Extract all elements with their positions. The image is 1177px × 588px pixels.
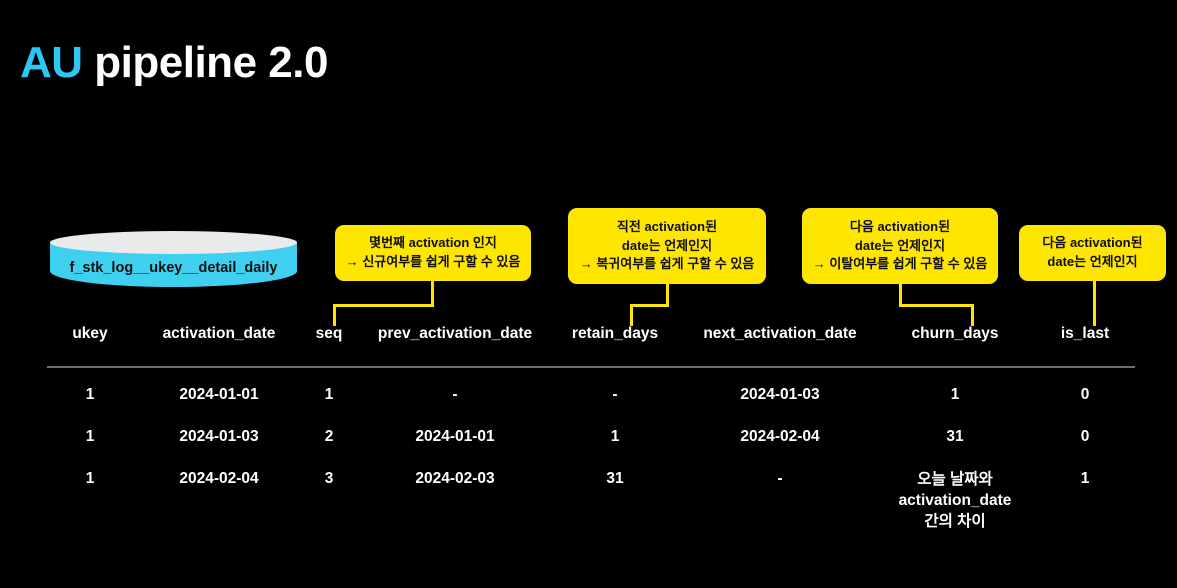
- column-header-activation-date: activation_date: [162, 325, 276, 342]
- column-header-seq: seq: [315, 325, 343, 342]
- next-callout-connector-right: [899, 304, 973, 307]
- seq-callout-line-1: 몇번째 activation 인지: [369, 235, 497, 251]
- table-row: 1 2024-01-03 2 2024-01-01 1 2024-02-04 3…: [40, 404, 1140, 446]
- next-callout-line-1: 다음 activation된: [849, 218, 951, 234]
- next-activation-date-callout: 다음 activation된 date는 언제인지 → 이탈여부를 쉽게 구할 …: [802, 208, 998, 284]
- column-header-next-activation-date: next_activation_date: [703, 325, 857, 342]
- source-table-label: f_stk_log__ukey__detail_daily: [69, 260, 278, 276]
- table-row: 1 2024-01-01 1 - - 2024-01-03 1 0: [40, 361, 1140, 404]
- churn-days-line-2: activation_date: [898, 491, 1012, 509]
- cell-prev-activation-date: 2024-02-03: [415, 470, 495, 487]
- table-header-row: ukey activation_date seq prev_activation…: [40, 325, 1140, 361]
- column-header-churn-days: churn_days: [911, 325, 999, 342]
- prev-activation-date-callout: 직전 activation된 date는 언제인지 → 복귀여부를 쉽게 구할 …: [568, 208, 766, 284]
- cell-retain-days: 31: [606, 470, 624, 487]
- column-header-prev-activation-date: prev_activation_date: [377, 325, 533, 342]
- header-divider: [47, 366, 1135, 368]
- column-header-retain-days: retain_days: [571, 325, 659, 342]
- seq-callout-line-2: → 신규여부를 쉽게 구할 수 있음: [345, 254, 521, 269]
- cell-is-last: 0: [1080, 428, 1090, 445]
- cell-next-activation-date: 2024-01-03: [740, 386, 820, 403]
- seq-callout-connector-down: [431, 281, 434, 306]
- cell-next-activation-date: 2024-02-04: [740, 428, 820, 445]
- is-last-callout-line-2: date는 언제인지: [1047, 254, 1138, 269]
- seq-callout: 몇번째 activation 인지 → 신규여부를 쉽게 구할 수 있음: [335, 225, 531, 281]
- table-row: 1 2024-02-04 3 2024-02-03 31 - 오늘 날짜와 ac…: [40, 446, 1140, 533]
- prev-callout-line-2: date는 언제인지: [621, 237, 713, 253]
- cell-is-last: 1: [1080, 470, 1090, 487]
- churn-days-line-3: 간의 차이: [924, 512, 986, 530]
- churn-days-multiline: 오늘 날짜와 activation_date 간의 차이: [880, 470, 1030, 533]
- title-accent: AU: [20, 38, 83, 87]
- source-table-cylinder: f_stk_log__ukey__detail_daily: [50, 231, 297, 293]
- page-title: AU pipeline 2.0: [20, 38, 328, 88]
- is-last-callout: 다음 activation된 date는 언제인지: [1019, 225, 1166, 281]
- cylinder-top-ellipse: [50, 231, 297, 254]
- cell-next-activation-date: -: [777, 470, 783, 487]
- cell-churn-days: 31: [946, 428, 964, 445]
- cell-activation-date: 2024-02-04: [179, 470, 259, 487]
- cell-seq: 3: [324, 470, 334, 487]
- is-last-callout-connector: [1093, 281, 1096, 326]
- cell-ukey: 1: [85, 386, 95, 403]
- cell-seq: 2: [324, 428, 334, 445]
- next-callout-line-3: → 이탈여부를 쉽게 구할 수 있음: [812, 256, 988, 272]
- title-rest: pipeline 2.0: [82, 38, 328, 87]
- cell-churn-days: 1: [950, 386, 960, 403]
- cell-activation-date: 2024-01-03: [179, 428, 259, 445]
- cell-churn-days: 오늘 날짜와 activation_date 간의 차이: [880, 446, 1030, 533]
- seq-callout-connector-drop: [333, 304, 336, 326]
- prev-callout-connector-down: [666, 284, 669, 306]
- next-callout-connector-drop: [971, 304, 974, 326]
- column-header-ukey: ukey: [72, 325, 108, 342]
- cell-prev-activation-date: 2024-01-01: [415, 428, 495, 445]
- cell-retain-days: 1: [610, 428, 620, 445]
- cell-ukey: 1: [85, 428, 95, 445]
- prev-callout-connector-left: [630, 304, 669, 307]
- cell-retain-days: -: [612, 386, 618, 403]
- churn-days-line-1: 오늘 날짜와: [917, 471, 993, 488]
- prev-callout-connector-drop: [630, 304, 633, 326]
- cell-ukey: 1: [85, 470, 95, 487]
- cell-is-last: 0: [1080, 386, 1090, 403]
- next-callout-connector-down: [899, 284, 902, 306]
- prev-callout-line-3: → 복귀여부를 쉽게 구할 수 있음: [579, 256, 755, 272]
- seq-callout-connector-left: [333, 304, 434, 307]
- cell-seq: 1: [324, 386, 334, 403]
- schema-table: ukey activation_date seq prev_activation…: [40, 325, 1140, 533]
- cell-prev-activation-date: -: [452, 386, 458, 403]
- is-last-callout-line-1: 다음 activation된: [1042, 235, 1143, 251]
- cell-activation-date: 2024-01-01: [179, 386, 259, 403]
- prev-callout-line-1: 직전 activation된: [616, 218, 718, 234]
- column-header-is-last: is_last: [1060, 325, 1110, 342]
- next-callout-line-2: date는 언제인지: [854, 237, 946, 253]
